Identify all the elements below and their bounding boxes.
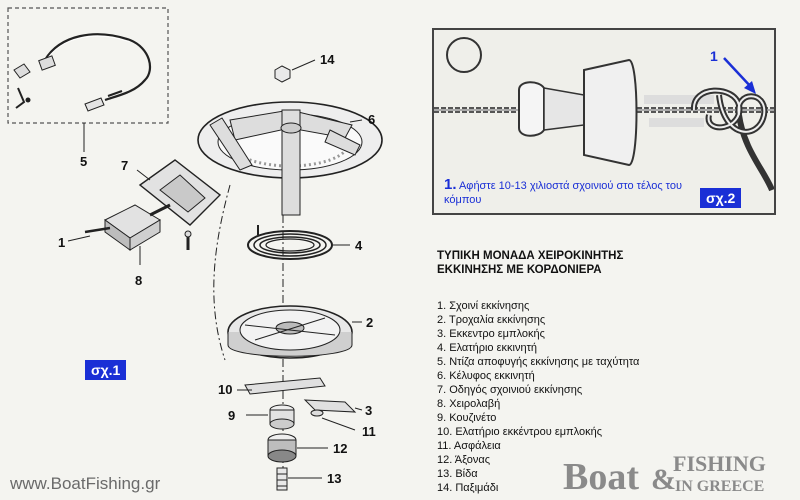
part11-circlip [310,409,324,417]
callout-14: 14 [320,52,335,67]
exploded-diagram [7,7,383,491]
callout-4: 4 [355,238,363,253]
part6-housing [197,101,383,216]
callout-7: 7 [121,158,129,173]
callout-11: 11 [362,424,376,439]
callout-13: 13 [327,471,342,486]
callout-8: 8 [135,273,143,288]
legend-title: ΤΥΠΙΚΗ ΜΟΝΑΔΑ ΧΕΙΡΟΚΙΝΗΤΗΣ ΕΚΚΙΝΗΣΗΣ ΜΕ … [437,249,767,277]
part10-cam-spring [244,377,326,395]
legend-item: 4. Ελατήριο εκκινητή [437,342,538,354]
legend-item: 9. Κουζινέτο [437,412,497,424]
legend-item: 6. Κέλυφος εκκινητή [437,370,535,382]
callout-9: 9 [228,408,236,423]
legend-item: 12. Άξονας [437,454,490,466]
legend-list: 1. Σχοινί εκκίνησης 2. Τροχαλία εκκίνηση… [437,299,767,495]
legend-item: 1. Σχοινί εκκίνησης [437,300,530,312]
part13-screw [276,467,288,491]
parts-legend: ΤΥΠΙΚΗ ΜΟΝΑΔΑ ΧΕΙΡΟΚΙΝΗΤΗΣ ΕΚΚΙΝΗΣΗΣ ΜΕ … [437,249,767,495]
legend-item: 2. Τροχαλία εκκίνησης [437,314,546,326]
callout-5: 5 [80,154,88,169]
part3-engagement-cam [303,399,357,413]
callout-12: 12 [333,441,348,456]
part4-spring [247,230,333,260]
figure-label-2: σχ.2 [700,188,742,208]
callout-3: 3 [365,403,373,418]
legend-title-line1: ΤΥΠΙΚΗ ΜΟΝΑΔΑ ΧΕΙΡΟΚΙΝΗΤΗΣ [437,250,624,262]
legend-title-line2: ΕΚΚΙΝΗΣΗΣ ΜΕ ΚΟΡΔΟΝΙΕΡΑ [437,264,602,276]
grip-handle-icon [518,58,638,167]
logo-word-fishing: FISHING [673,451,766,476]
logo-word-boat: Boat [563,456,639,497]
callout-6: 6 [368,112,376,127]
logo-word-greece: IN GREECE [675,478,764,495]
knot-note: 1. Αφήστε 10-13 χιλιοστά σχοινιού στο τέ… [444,176,694,207]
legend-item: 7. Οδηγός σχοινιού εκκίνησης [437,384,583,396]
part5-dashed-box [7,7,169,124]
knot-icon [691,87,774,192]
callout-2: 2 [366,315,374,330]
knot-inset-panel: 1 σχ.2 [432,28,776,215]
arrow-number: 1 [710,48,718,64]
part2-pulley [227,305,353,359]
callout-1: 1 [58,235,66,250]
website-watermark: www.BoatFishing.gr [10,474,161,493]
legend-item: 5. Ντίζα αποφυγής εκκίνησης με ταχύτητα [437,356,640,368]
arrow-icon [723,57,753,89]
legend-item: 11. Ασφάλεια [437,440,501,452]
legend-item: 13. Βίδα [437,468,478,480]
callout-10: 10 [218,382,233,397]
part8-handle [84,203,171,251]
legend-item: 8. Χειρολαβή [437,398,501,410]
note-number: 1. [444,176,457,193]
legend-item: 10. Ελατήριο εκκέντρου εμπλοκής [437,426,603,438]
boatfishing-logo: Boat & FISHING IN GREECE [563,451,766,497]
knot-drawing [434,37,774,192]
logo-ampersand: & [651,463,676,496]
part14-nut [274,65,291,83]
part7-rope-guide [138,159,222,226]
legend-item: 14. Παξιμάδι [437,482,499,494]
note-text: Αφήστε 10-13 χιλιοστά σχοινιού στο τέλος… [444,180,683,206]
legend-item: 3. Εκκεντρο εμπλοκής [437,328,545,340]
part9-bushing [269,404,295,430]
figure-label-1: σχ.1 [85,360,127,380]
part12-shaft [267,433,297,463]
part5-cable [44,33,152,102]
